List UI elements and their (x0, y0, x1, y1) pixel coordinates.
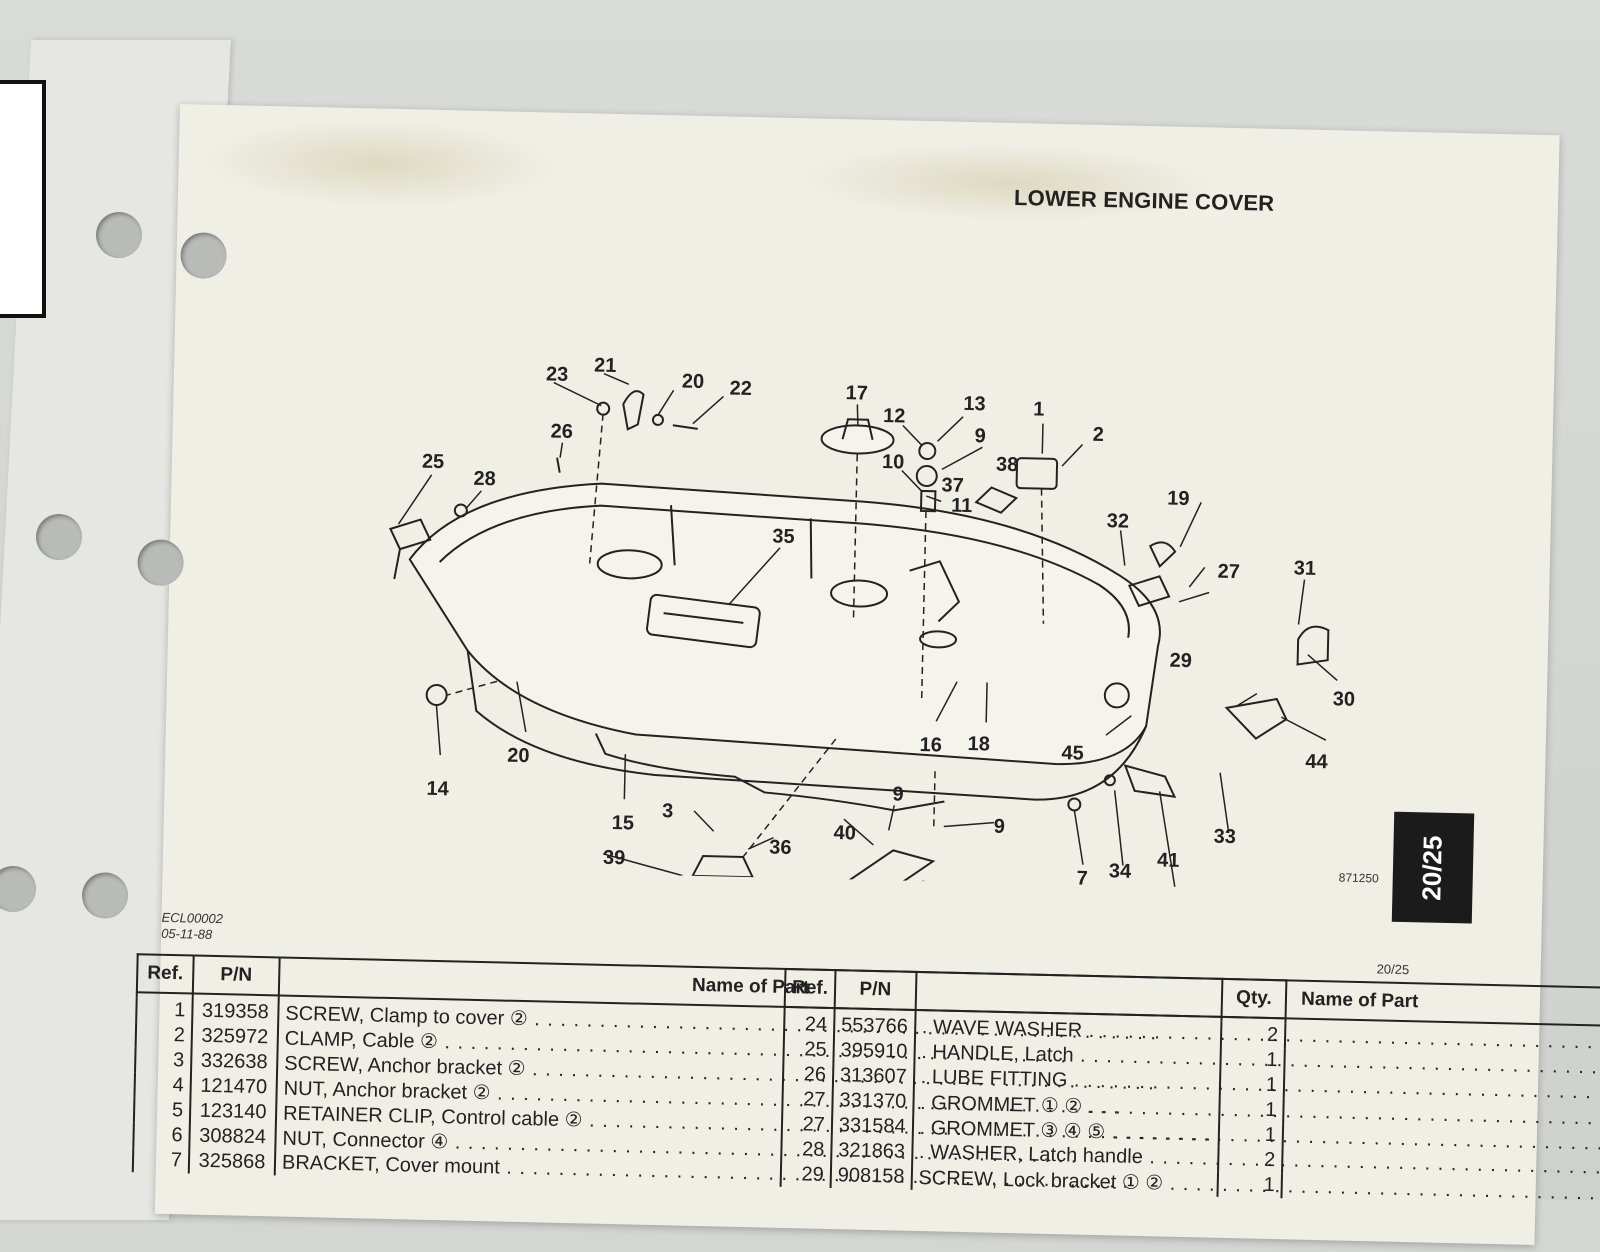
part-number: 313607 (832, 1063, 915, 1090)
part-ref: 25 (783, 1036, 834, 1064)
binder-hole (180, 232, 228, 280)
callout-label: 9 (892, 783, 904, 805)
callout-label: 9 (974, 425, 986, 447)
callout-label: 9 (994, 816, 1006, 838)
callout-label: 18 (967, 733, 990, 755)
callout-label: 27 (1217, 561, 1240, 583)
part-ref: 24 (783, 1011, 835, 1039)
cover-tray-outline (408, 482, 1161, 766)
callout-label: 33 (1213, 826, 1236, 848)
part-number: 325972 (191, 1023, 279, 1051)
part-number: 553766 (833, 1013, 916, 1040)
document-date: 05-11-88 (161, 925, 213, 942)
callout-label: 13 (963, 393, 986, 415)
binder-hole (96, 212, 142, 258)
callout-label: 16 (919, 734, 942, 756)
callout-label: 29 (1169, 650, 1192, 672)
callout-label: 32 (1107, 510, 1130, 532)
exploded-parts-diagram: 23 21 20 22 17 12 13 9 10 11 1 2 25 28 2… (293, 227, 1407, 970)
callout-label: 17 (845, 382, 868, 404)
callout-label: 23 (546, 363, 569, 385)
part-number: 325868 (188, 1148, 276, 1176)
part-number: 908158 (830, 1163, 912, 1190)
callout-label: 10 (882, 451, 905, 473)
callout-label: 34 (1109, 860, 1133, 883)
callout-label: 19 (1167, 488, 1190, 510)
binder-hole (137, 539, 185, 587)
callout-label: 38 (996, 454, 1019, 476)
part-ref: 7 (132, 1147, 190, 1174)
section-tab: 20/25 (1391, 811, 1475, 924)
callout-label: 30 (1333, 688, 1356, 710)
part-ref: 4 (134, 1072, 192, 1099)
callout-label: 1 (1033, 398, 1045, 420)
callout-label: 37 (941, 474, 964, 496)
callout-label: 25 (422, 451, 445, 473)
section-tab-label: 20/25 (1416, 834, 1449, 901)
part-ref: 27 (782, 1086, 833, 1114)
part-ref: 29 (780, 1161, 832, 1189)
part-number: 123140 (189, 1098, 277, 1126)
part-number: 331370 (832, 1088, 914, 1115)
callout-label: 20 (507, 745, 530, 767)
header-pn: P/N (192, 955, 280, 996)
part-ref: 6 (133, 1122, 190, 1149)
part-ref: 26 (782, 1061, 834, 1089)
header-pn: P/N (834, 970, 917, 1010)
part-ref: 5 (133, 1097, 191, 1124)
header-ref: Ref. (784, 968, 836, 1009)
callout-label: 41 (1157, 849, 1180, 871)
manual-page: LOWER ENGINE COVER (81, 104, 1600, 1246)
callout-label: 45 (1061, 742, 1084, 764)
part-ref: 28 (781, 1136, 832, 1164)
callout-label: 31 (1294, 557, 1317, 579)
page-reference: 20/25 (1376, 961, 1410, 978)
callout-label: 35 (772, 526, 795, 548)
binder-hole (36, 514, 82, 560)
previous-page-tab (0, 80, 46, 318)
part-ref: 1 (136, 997, 193, 1024)
header-ref: Ref. (136, 954, 194, 994)
callout-label: 22 (729, 378, 752, 400)
figure-number: 871250 (1338, 870, 1379, 886)
callout-label: 2 (1092, 424, 1104, 446)
callout-label: 15 (612, 812, 635, 834)
part-number: 332638 (191, 1048, 278, 1076)
callout-label: 39 (603, 847, 626, 869)
part-number: 331584 (831, 1113, 913, 1140)
callout-label: 20 (682, 370, 705, 392)
callout-label: 11 (951, 495, 973, 517)
part-number: 319358 (192, 998, 279, 1026)
callout-label: 12 (883, 405, 906, 427)
diagram-callouts: 23 21 20 22 17 12 13 9 10 11 1 2 25 28 2… (422, 354, 1356, 970)
document-code: ECL00002 (161, 909, 224, 927)
part-number: 395910 (833, 1038, 915, 1065)
callout-label: 36 (769, 837, 792, 859)
part-number: 308824 (189, 1123, 276, 1151)
part-ref: 2 (135, 1022, 193, 1049)
part-number: 121470 (190, 1073, 277, 1101)
callout-label: 26 (550, 420, 573, 442)
callout-label: 3 (662, 800, 674, 822)
part-ref: 27 (781, 1111, 833, 1139)
callout-label: 28 (473, 468, 496, 490)
part-ref: 3 (135, 1047, 192, 1074)
callout-label: 14 (426, 778, 450, 801)
page-stain (197, 114, 560, 213)
part-number: 321863 (831, 1138, 913, 1165)
binder-hole (0, 866, 36, 912)
callout-label: 40 (833, 822, 856, 844)
callout-label: 21 (594, 354, 617, 376)
callout-label: 44 (1305, 751, 1329, 774)
callout-label: 7 (1076, 868, 1088, 890)
